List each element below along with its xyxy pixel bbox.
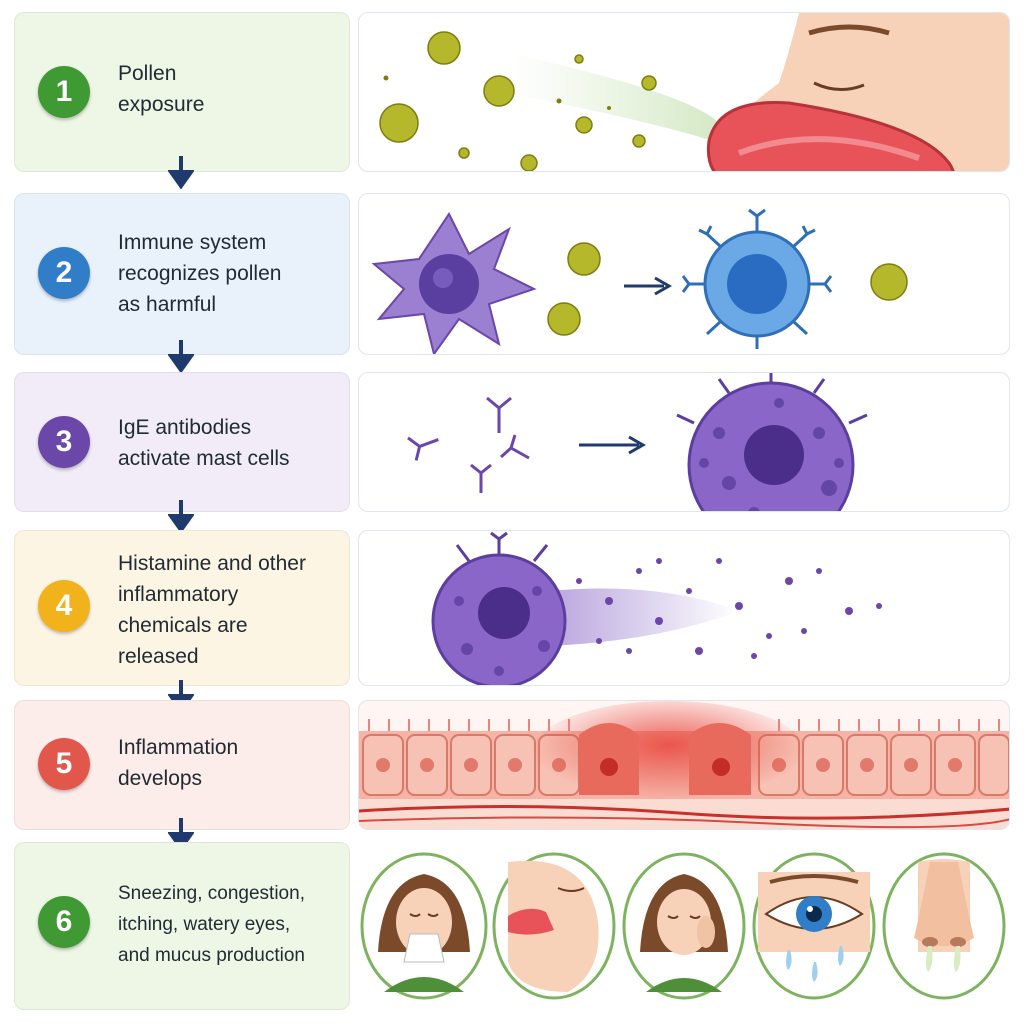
runny-nose-icon (884, 854, 1004, 998)
step-4-illustration (358, 530, 1010, 686)
step-5-illustration (358, 700, 1010, 830)
step-1-badge: 1 (38, 66, 90, 118)
flow-arrow-3 (168, 500, 194, 534)
mast-cell-icon (677, 373, 867, 512)
step-2-illustration (358, 193, 1010, 355)
inflamed-tissue-icon (359, 701, 1010, 830)
step-1-illustration (358, 12, 1010, 172)
flow-arrow-1 (168, 156, 194, 190)
step-row-2: 2 Immune system recognizes pollen as har… (14, 193, 1010, 355)
itchy-eyes-person-icon (624, 854, 744, 998)
step-row-3: 3 IgE antibodies activate mast cells (14, 372, 1010, 512)
dendritic-cell-icon (374, 214, 534, 354)
step-5-badge: 5 (38, 738, 90, 790)
step-2-text: Immune system recognizes pollen as harmf… (118, 227, 340, 320)
step-3-text: IgE antibodies activate mast cells (118, 412, 340, 474)
sneezing-person-icon (362, 854, 486, 998)
step-4-text: Histamine and other inflammatory chemica… (118, 548, 340, 672)
step-3-illustration (358, 372, 1010, 512)
b-cell-icon (683, 210, 831, 349)
step-row-6: 6 Sneezing, congestion, itching, watery … (14, 842, 1010, 1010)
transition-arrow (579, 437, 643, 453)
step-row-4: 4 Histamine and other inflammatory chemi… (14, 530, 1010, 686)
step-2-badge: 2 (38, 247, 90, 299)
antibody-icon (408, 398, 529, 493)
red-nose-icon (494, 854, 614, 998)
step-row-1: 1 Pollen exposure (14, 12, 1010, 172)
transition-arrow (624, 278, 669, 294)
watery-eye-icon (754, 854, 874, 998)
degranulating-mast-cell-icon (433, 533, 565, 686)
step-3-badge: 3 (38, 416, 90, 468)
step-5-text: Inflammation develops (118, 732, 340, 794)
release-cloud (549, 589, 739, 647)
step-1-text: Pollen exposure (118, 58, 340, 120)
step-row-5: 5 Inflammation develops (14, 700, 1010, 830)
airflow-stream (509, 53, 719, 143)
step-6-illustration (358, 842, 1010, 1010)
step-6-text: Sneezing, congestion, itching, watery ey… (118, 878, 340, 971)
step-4-badge: 4 (38, 580, 90, 632)
step-6-badge: 6 (38, 896, 90, 948)
flow-arrow-2 (168, 340, 194, 374)
